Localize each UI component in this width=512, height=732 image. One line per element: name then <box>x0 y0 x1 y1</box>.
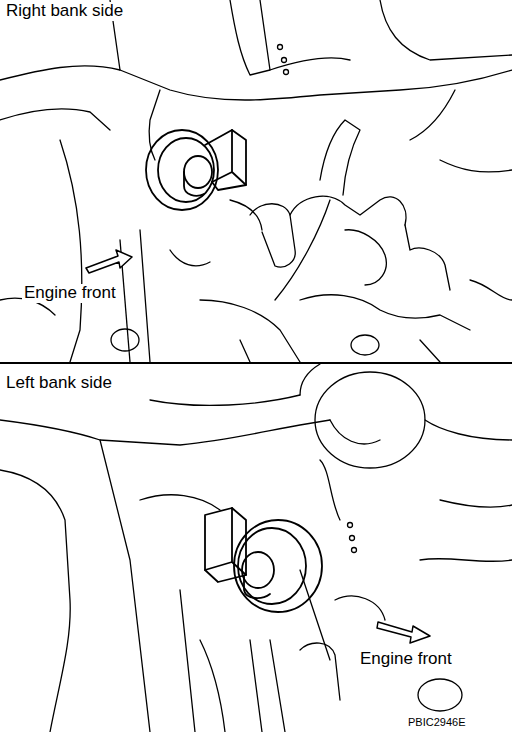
direction-label: Engine front <box>22 284 118 303</box>
panel-title: Right bank side <box>4 2 125 21</box>
left-bank-engine-block <box>0 364 512 732</box>
figure-code: PBIC2946E <box>406 716 467 728</box>
panel-title: Left bank side <box>4 374 114 393</box>
right-bank-engine-block <box>0 0 512 362</box>
right-knock-sensor <box>146 130 246 210</box>
panel-divider <box>0 362 512 364</box>
direction-label: Engine front <box>358 650 454 669</box>
left-knock-sensor <box>205 508 322 612</box>
engine-front-arrow <box>86 250 132 273</box>
engine-front-arrow <box>377 622 430 643</box>
